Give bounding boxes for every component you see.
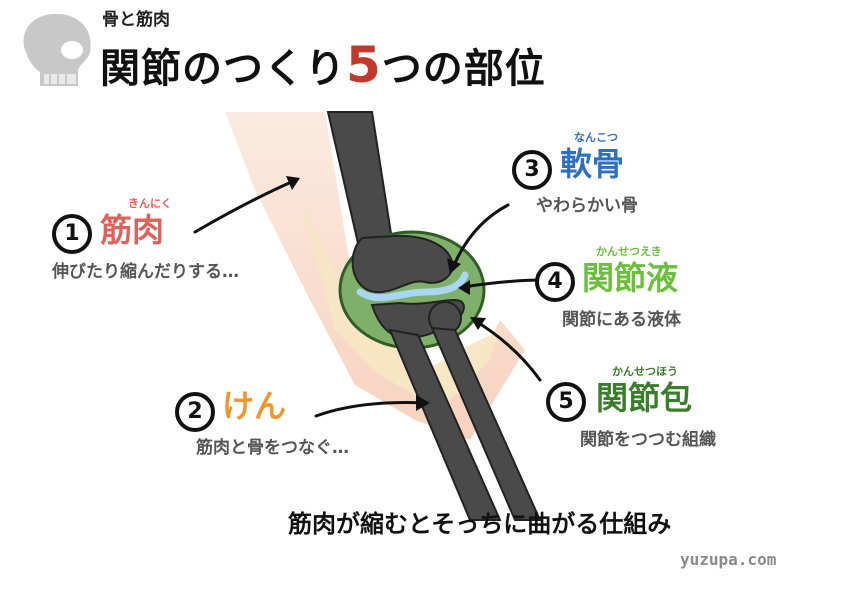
header-subtitle: 骨と筋肉	[102, 10, 170, 30]
arrow-cartilage	[450, 203, 510, 272]
part-5-number: 5	[546, 382, 586, 422]
title-part-1: 関節のつくり	[100, 46, 346, 92]
part-4-name: 関節液	[582, 259, 679, 297]
part-4-ruby: かんせつえき	[596, 245, 662, 258]
part-3-name: 軟骨	[560, 145, 625, 183]
lower-bone-radius	[430, 326, 542, 521]
skull-icon	[23, 14, 91, 86]
part-2-name: けん	[222, 387, 287, 425]
part-1-number: 1	[52, 214, 92, 254]
site-label: yuzupa.com	[680, 550, 777, 569]
part-5-ruby: かんせつほう	[612, 365, 678, 378]
part-2-number: 2	[175, 392, 215, 432]
part-4-number: 4	[535, 262, 575, 302]
part-3-ruby: なんこつ	[574, 131, 618, 144]
arrow-capsule	[472, 318, 542, 382]
part-4-desc: 関節にある液体	[562, 310, 681, 330]
part-1-desc: 伸びたり縮んだりする…	[52, 262, 239, 282]
arrow-tendon	[314, 401, 427, 418]
arrow-muscle	[193, 178, 298, 234]
part-5-name: 関節包	[596, 379, 693, 417]
part-1-ruby: きんにく	[128, 197, 172, 210]
page-title: 関節のつくり5つの部位	[100, 40, 546, 90]
part-1-name: 筋肉	[100, 211, 165, 249]
title-part-2: つの部位	[381, 46, 546, 92]
upper-bone-head	[351, 234, 454, 294]
muscle-shape	[225, 112, 525, 440]
cartilage-layer	[356, 271, 469, 302]
part-2-desc: 筋肉と骨をつなぐ…	[196, 438, 349, 458]
part-3-number: 3	[512, 150, 552, 190]
lower-bone-ulna	[388, 328, 502, 521]
part-3-desc: やわらかい骨	[536, 196, 638, 216]
part-5-desc: 関節をつつむ組織	[580, 430, 716, 450]
footer-caption: 筋肉が縮むとそっちに曲がる仕組み	[288, 510, 672, 538]
title-number: 5	[346, 36, 382, 94]
